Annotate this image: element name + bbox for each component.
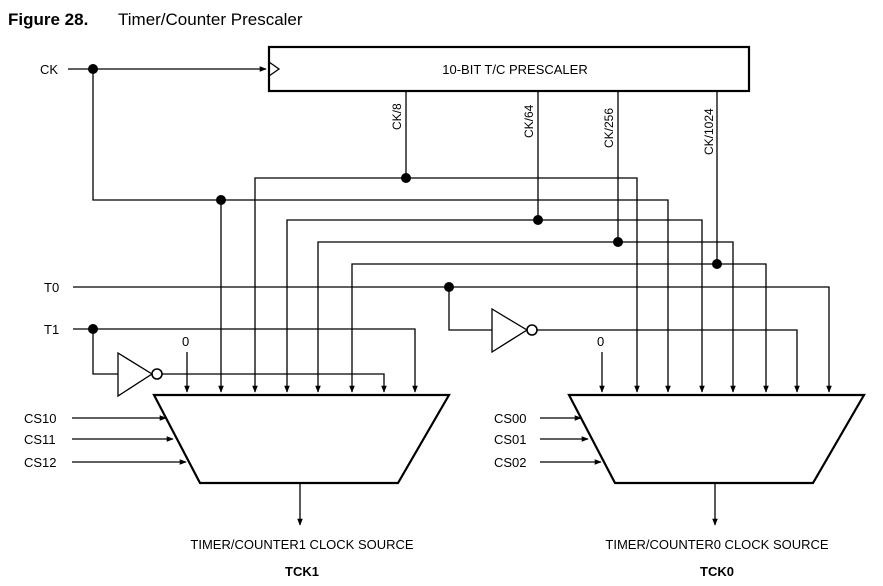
clock-input-triangle (268, 61, 281, 77)
ck8-to-mux1-wire (252, 177, 406, 393)
t0-inverter-bubble (526, 324, 538, 336)
t1-inverter (117, 351, 154, 398)
tap-ck64-label: CK/64 (522, 104, 536, 138)
t1-inverted-wire (162, 373, 387, 393)
mux0-body (567, 393, 866, 485)
mux0-select-cs00-label: CS00 (494, 411, 527, 426)
prescaler-label: 10-BIT T/C PRESCALER (442, 62, 587, 77)
ck-label: CK (40, 62, 58, 77)
figure-title: Timer/Counter Prescaler (118, 10, 303, 29)
mux1-select-cs12-label: CS12 (24, 455, 57, 470)
ck1024-to-mux0-wire (717, 263, 769, 393)
mux0-select-cs01-label: CS01 (494, 432, 527, 447)
mux0-zero-label: 0 (597, 334, 604, 349)
tap-ck256-label: CK/256 (602, 108, 616, 148)
ck1024-to-mux1-wire (349, 263, 717, 393)
t0-inverted-wire (537, 329, 800, 393)
ck64-to-mux1-wire (284, 219, 538, 393)
t1-to-inverter-wire (92, 329, 118, 375)
mux1-output-name: TCK1 (285, 564, 319, 579)
mux1-zero-label: 0 (182, 334, 189, 349)
prescaler-box (267, 45, 751, 93)
mux0-select-cs02-label: CS02 (494, 455, 527, 470)
mux1-output-label: TIMER/COUNTER1 CLOCK SOURCE (190, 537, 414, 552)
mux1-body (152, 393, 451, 485)
tap-ck1024-label: CK/1024 (702, 108, 716, 155)
mux1-select-cs11-label: CS11 (24, 432, 56, 447)
t0-to-inverter-wire (448, 287, 492, 331)
t0-label: T0 (44, 280, 59, 295)
ck8-to-mux0-wire (406, 177, 640, 393)
t0-wire (73, 286, 832, 393)
ck64-to-mux0-wire (538, 219, 705, 393)
tap-ck8-label: CK/8 (390, 103, 404, 130)
t1-label: T1 (44, 322, 59, 337)
figure-number: Figure 28. (8, 10, 88, 29)
mux1-select-cs10-label: CS10 (24, 411, 57, 426)
t0-inverter (491, 307, 529, 354)
t1-inverter-bubble (151, 368, 163, 380)
mux0-output-label: TIMER/COUNTER0 CLOCK SOURCE (605, 537, 829, 552)
t1-wire (73, 328, 418, 393)
ck-bypass-wire (92, 69, 671, 393)
mux0-output-name: TCK0 (700, 564, 734, 579)
ck256-to-mux1-wire (315, 241, 618, 393)
ck256-to-mux0-wire (618, 241, 736, 393)
